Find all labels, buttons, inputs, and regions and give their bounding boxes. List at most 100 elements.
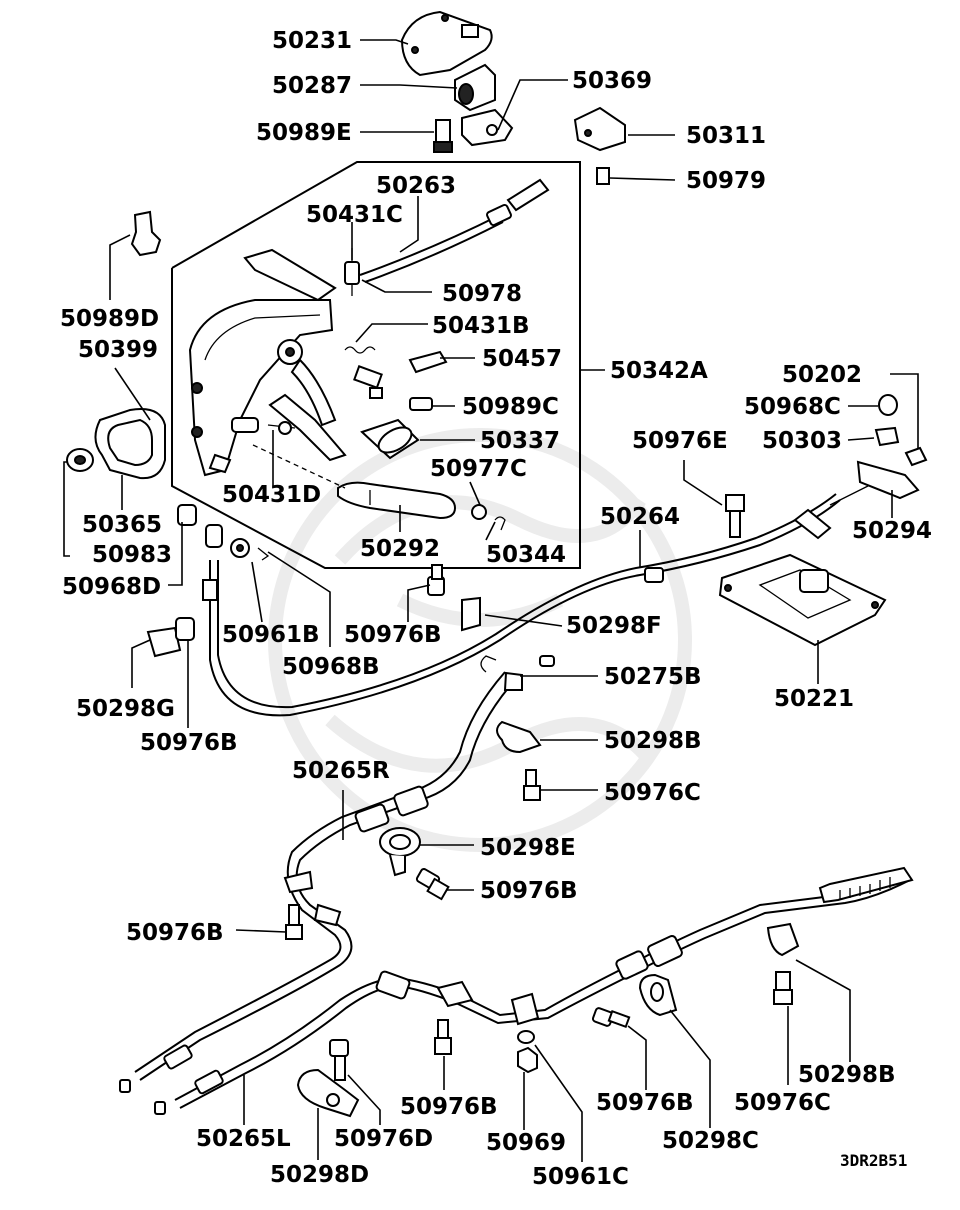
label-50264: 50264 [600,504,680,530]
label-50337: 50337 [480,428,560,454]
label-50221: 50221 [774,686,854,712]
label-50457: 50457 [482,346,562,372]
label-50976C-b: 50976C [734,1090,831,1116]
top-cover-50231 [400,10,493,77]
label-50976C-a: 50976C [604,780,701,806]
bracket-50369 [461,108,514,147]
bracket-50298G [146,617,195,658]
label-50298F: 50298F [566,613,662,639]
watermark-emblem [268,428,692,852]
equalizer-bracket-50221 [718,553,887,647]
label-50265L: 50265L [196,1126,291,1152]
nut-50979 [596,167,610,185]
clamp-50298C [638,973,678,1017]
bracket-50311 [573,106,626,152]
front-cable-50264 [202,484,871,717]
boot-50365 [66,448,94,472]
label-50968C: 50968C [744,394,841,420]
rear-cable-50265L [154,866,914,1115]
label-50976E: 50976E [632,428,728,454]
label-50968D: 50968D [62,574,161,600]
label-50294: 50294 [852,518,932,544]
label-50976B-d: 50976B [126,920,224,946]
label-50976B-a: 50976B [344,622,442,648]
label-50287: 50287 [272,73,352,99]
bolt-50976B-f [434,1019,452,1055]
pedal-internal-parts [252,248,506,531]
bolt-50976B-a [427,564,445,596]
label-50431D: 50431D [222,482,321,508]
label-50978: 50978 [442,281,522,307]
grommet-50287 [454,63,496,112]
label-50399: 50399 [78,337,158,363]
bolt-50989E [433,119,453,153]
clamp-50298E [379,827,421,877]
label-50298E: 50298E [480,835,576,861]
bolt-50976B-c [415,868,450,901]
label-50979: 50979 [686,168,766,194]
clamp-50298D [296,1068,360,1118]
washer-50961B [230,538,270,561]
label-50231: 50231 [272,28,352,54]
bolt-50976E [725,494,745,538]
joint-50294 [856,460,920,500]
label-50989E: 50989E [256,120,352,146]
bolt-50976B-e [591,1007,631,1029]
label-50298C: 50298C [662,1128,759,1154]
collar-50968D [177,504,223,548]
label-50202: 50202 [782,362,862,388]
pin-50202 [904,446,928,467]
bolt-50976B-d [285,904,303,940]
label-50298B-a: 50298B [604,728,702,754]
label-50431C: 50431C [306,202,403,228]
label-50263: 50263 [376,173,456,199]
gasket-50399 [94,408,166,480]
label-50983: 50983 [92,542,172,568]
rear-cable-50265R [119,671,523,1093]
clip-50303 [874,426,900,447]
label-50989D: 50989D [60,306,159,332]
label-50969: 50969 [486,1130,566,1156]
label-50311: 50311 [686,123,766,149]
label-50431B: 50431B [432,313,530,339]
label-50989C: 50989C [462,394,559,420]
label-50298B-b: 50298B [798,1062,896,1088]
bolt-50976C-b [773,971,793,1005]
label-50275B: 50275B [604,664,702,690]
label-50968B: 50968B [282,654,380,680]
leader-lines [63,39,919,1162]
label-50961B: 50961B [222,622,320,648]
bolt-50976C-a [523,769,541,801]
bracket-50298F [461,596,481,632]
clamp-50298B-a [496,720,542,754]
washer-50961C [517,1030,535,1044]
label-50344: 50344 [486,542,566,568]
bolt-50976D [329,1039,349,1081]
label-50369: 50369 [572,68,652,94]
label-50298D: 50298D [270,1162,369,1188]
clamp-50298B-b [766,922,800,957]
pedal-assembly-frame [171,161,605,569]
label-50977C: 50977C [430,456,527,482]
pedal-cable-50263 [359,178,550,283]
label-50365: 50365 [82,512,162,538]
label-50976B-f: 50976B [400,1094,498,1120]
pedal-bracket [188,248,420,477]
clamp-near-50976B-d [283,870,342,927]
drawing-code: 3DR2B51 [840,1151,907,1170]
part-labels: 50231 50287 50369 50989E 50311 50979 502… [60,28,932,1190]
label-50961C: 50961C [532,1164,629,1190]
bushing-50968C [878,394,898,416]
nut-50969 [517,1046,538,1074]
label-50342A: 50342A [610,358,708,384]
label-50298G: 50298G [76,696,175,722]
label-50976B-b: 50976B [140,730,238,756]
label-50303: 50303 [762,428,842,454]
clip-50275B [480,655,555,673]
label-50976B-e: 50976B [596,1090,694,1116]
label-50976B-c: 50976B [480,878,578,904]
label-50292: 50292 [360,536,440,562]
bolt-50989D [130,210,162,257]
label-50265R: 50265R [292,758,390,784]
